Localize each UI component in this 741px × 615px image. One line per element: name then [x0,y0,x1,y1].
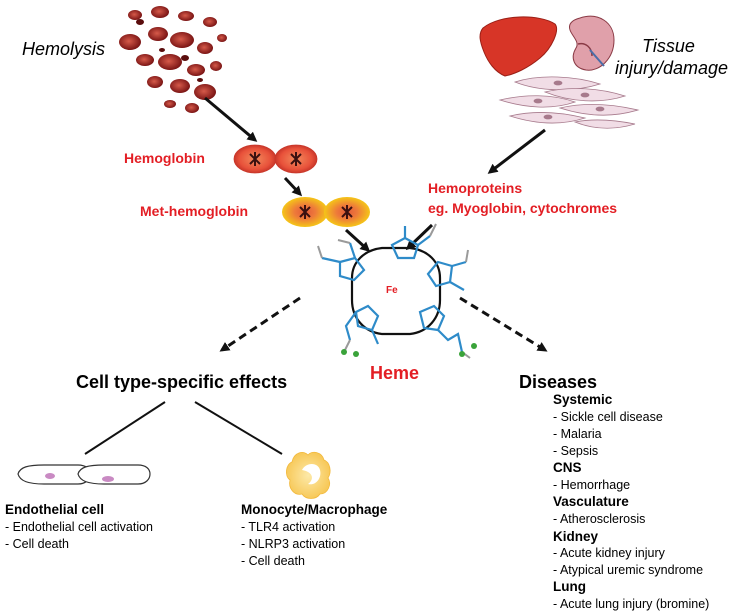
disease-item: - Atherosclerosis [553,512,646,526]
hemoproteins-label-line2: eg. Myoglobin, cytochromes [428,200,618,216]
met-hemoglobin-icon [282,197,370,227]
disease-item: - Sepsis [553,444,599,458]
disease-group-title: Systemic [553,392,613,407]
disease-item: - Malaria [553,427,602,441]
monocyte-item: - TLR4 activation [241,520,336,534]
disease-group-title: Vasculature [553,494,629,509]
arrow-hemoproteins-to-heme [405,223,434,251]
monocyte-item: - NLRP3 activation [241,537,346,551]
line-to-monocyte [194,401,283,455]
monocyte-title: Monocyte/Macrophage [241,502,388,517]
hemoglobin-icon [233,144,318,174]
tissue-label-line1: Tissue [642,36,695,56]
line-to-endothelial [84,401,166,455]
arrow-met-to-heme [344,228,371,253]
diseases-heading: Diseases [519,372,598,392]
hemoproteins-label-line1: Hemoproteins [428,180,523,196]
tissue-label-line2: injury/damage [615,58,729,78]
met-hemoglobin-label: Met-hemoglobin [140,203,249,219]
disease-group-title: Kidney [553,529,599,544]
disease-item: - Acute lung injury (bromine) [553,597,710,611]
arrow-heme-to-diseases [459,296,548,352]
arrow-heme-to-cell-effects [219,296,301,352]
heme-molecule-icon [317,223,477,359]
disease-item: - Sickle cell disease [553,410,663,424]
arrow-tissue-to-hemoproteins [487,128,546,174]
disease-item: - Atypical uremic syndrome [553,563,704,577]
tissue-cells-icon [498,76,640,129]
blood-cells-icon [119,6,227,113]
disease-group-title: CNS [553,460,582,475]
endothelial-cell-icon [17,464,151,485]
endothelial-item: - Cell death [5,537,69,551]
arrow-hemolysis-to-hemoglobin [204,96,258,142]
endothelial-item: - Endothelial cell activation [5,520,153,534]
endothelial-title: Endothelial cell [5,502,105,517]
kidney-icon [569,15,615,71]
macrophage-icon [286,451,331,499]
hemolysis-label: Hemolysis [22,39,106,59]
monocyte-item: - Cell death [241,554,305,568]
heme-label: Heme [370,363,420,383]
liver-icon [479,16,557,77]
hemoglobin-label: Hemoglobin [124,150,205,166]
fe-label: Fe [386,285,398,296]
arrow-hemoglobin-to-met [283,176,303,197]
cell-effects-heading: Cell type-specific effects [76,372,288,392]
disease-group-title: Lung [553,579,586,594]
disease-item: - Acute kidney injury [553,546,665,560]
disease-item: - Hemorrhage [553,478,631,492]
